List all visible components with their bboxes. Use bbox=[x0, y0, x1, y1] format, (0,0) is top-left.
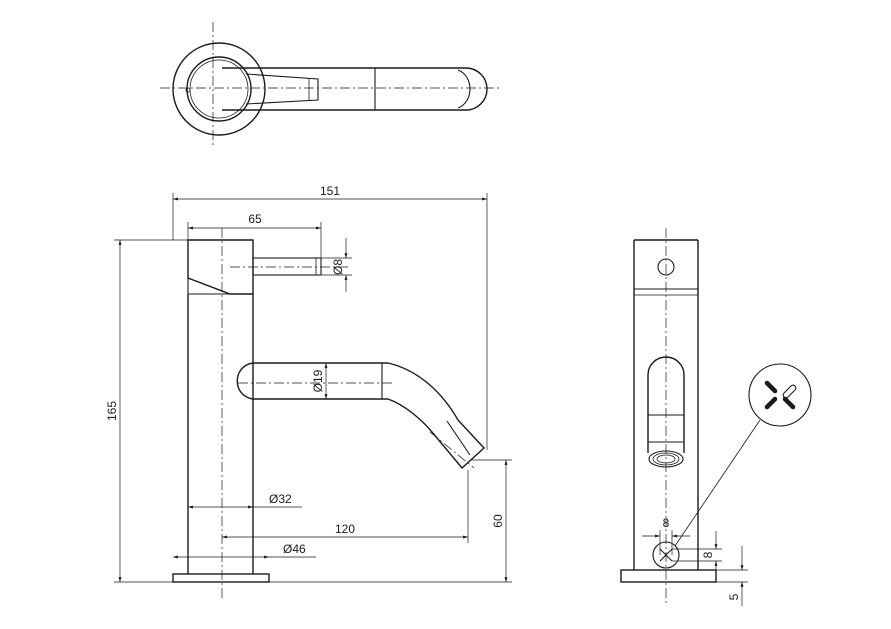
dim-lever-diameter: Ø8 bbox=[331, 259, 345, 275]
side-view: 8 8 5 bbox=[620, 228, 812, 606]
dim-detail-height: 8 bbox=[701, 551, 715, 558]
dim-spout-diameter: Ø19 bbox=[311, 369, 325, 392]
dim-detail-width: 8 bbox=[663, 516, 670, 530]
dim-body-diameter: Ø32 bbox=[269, 492, 292, 506]
dim-spout-projection: 120 bbox=[335, 522, 355, 536]
dim-base-diameter: Ø46 bbox=[283, 542, 306, 556]
dim-overall-width: 151 bbox=[320, 184, 340, 198]
dim-base-thickness: 5 bbox=[727, 593, 741, 600]
dim-overall-height: 165 bbox=[105, 401, 119, 421]
top-view bbox=[160, 22, 500, 148]
front-view: 151 65 Ø8 Ø19 165 Ø32 120 Ø46 bbox=[105, 184, 512, 600]
dim-spout-height: 60 bbox=[491, 514, 505, 528]
detail-marking bbox=[748, 363, 812, 427]
dim-lever-reach: 65 bbox=[248, 212, 262, 226]
